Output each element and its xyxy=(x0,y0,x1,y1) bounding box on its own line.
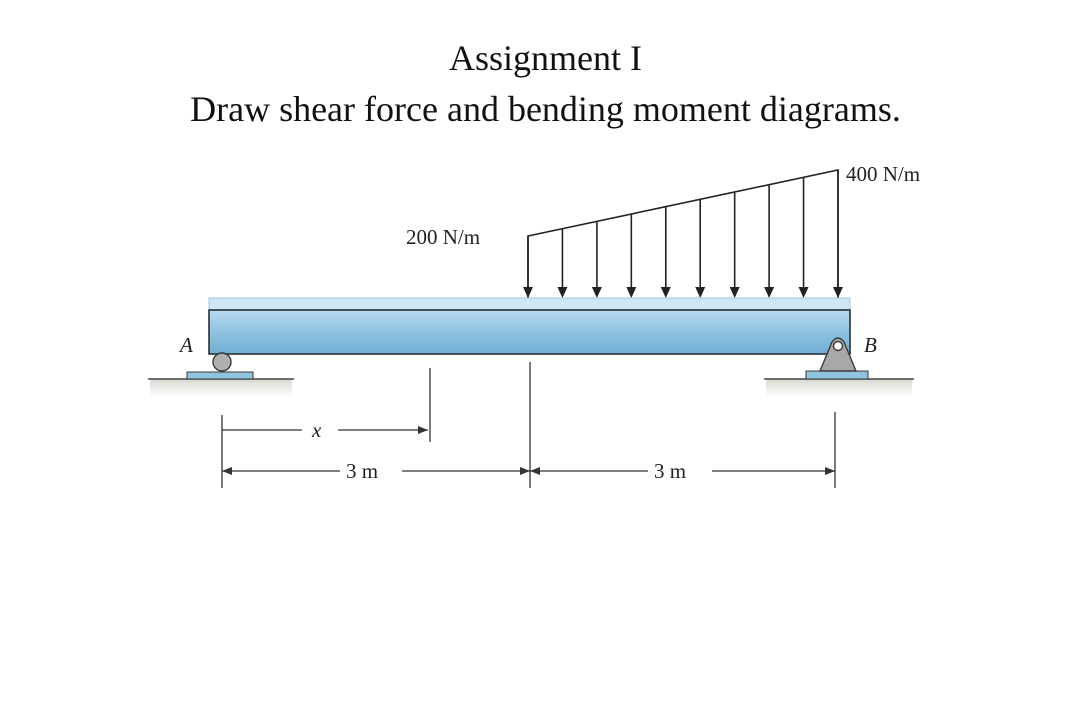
roller-base-plate xyxy=(186,371,254,380)
load-arrows xyxy=(523,170,843,298)
load-arrow-head-icon xyxy=(729,287,740,298)
load-arrow-head-icon xyxy=(833,287,843,298)
support-b-pin xyxy=(764,337,914,397)
assignment-title: Assignment I xyxy=(449,38,642,78)
support-a-roller xyxy=(148,352,294,397)
load-arrow-head-icon xyxy=(798,287,809,298)
load-arrow-head-icon xyxy=(695,287,706,298)
assignment-instruction: Draw shear force and bending moment diag… xyxy=(190,89,901,129)
span-left-label: 3 m xyxy=(346,459,378,483)
ground-right xyxy=(766,379,912,397)
position-dimension xyxy=(222,426,428,434)
load-arrow-head-icon xyxy=(660,287,671,298)
distributed-load xyxy=(523,169,843,298)
pin-icon xyxy=(832,340,844,352)
load-arrow-head-icon xyxy=(591,287,602,298)
roller-icon xyxy=(212,352,232,372)
support-left-label: A xyxy=(178,333,193,357)
span-dimensions xyxy=(222,467,835,475)
load-start-label: 200 N/m xyxy=(406,225,480,249)
beam-top-flange xyxy=(208,297,851,311)
load-end-label: 400 N/m xyxy=(846,162,920,186)
support-right-label: B xyxy=(864,333,877,357)
span-right-label: 3 m xyxy=(654,459,686,483)
position-variable: x xyxy=(311,418,322,442)
pin-bracket-icon xyxy=(818,337,858,372)
beam xyxy=(208,297,851,355)
load-arrow-head-icon xyxy=(557,287,568,298)
pin-base-plate xyxy=(805,370,869,380)
dimension-extension-lines xyxy=(221,362,836,488)
beam-body xyxy=(208,309,851,355)
load-arrow-head-icon xyxy=(764,287,775,298)
ground-left xyxy=(150,379,292,397)
load-arrow-head-icon xyxy=(523,287,533,298)
load-intensity-outline xyxy=(527,169,839,298)
load-arrow-head-icon xyxy=(626,287,637,298)
